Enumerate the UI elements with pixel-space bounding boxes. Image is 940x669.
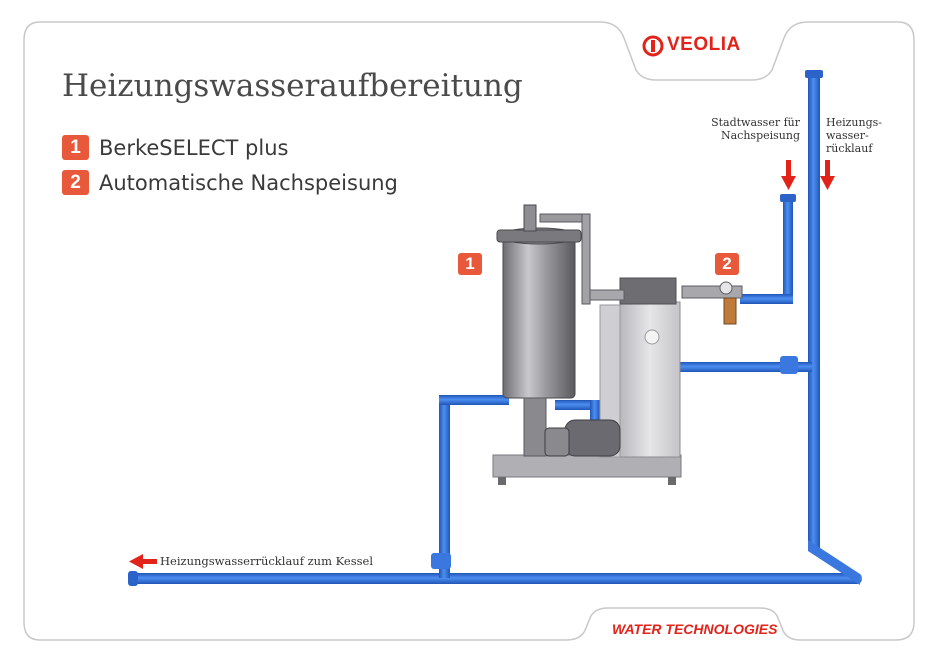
pipe-return-main <box>132 573 862 584</box>
legend-item-1: 1 BerkeSELECT plus <box>62 135 288 160</box>
legend-label: BerkeSELECT plus <box>99 135 289 160</box>
legend-number: 2 <box>62 170 89 195</box>
tank-body <box>502 235 576 399</box>
cabinet-panel <box>599 304 621 458</box>
tank-stand <box>523 397 547 457</box>
arrow-citywater-down <box>781 160 796 190</box>
brand-logo: VEOLIA <box>645 34 741 56</box>
legend-label: Automatische Nachspeisung <box>99 170 398 195</box>
pipe-left-riser <box>439 398 450 578</box>
label-heating-return-line1: Heizungs- <box>826 116 882 129</box>
pipe-tank-to-pump <box>555 400 600 410</box>
tank-side-pipe <box>581 213 591 305</box>
pipe-citywater-vertical <box>783 196 793 302</box>
logo-text: VEOLIA <box>667 34 741 55</box>
label-heating-return-line2: wasser- <box>826 129 869 142</box>
refill-valve <box>723 297 737 325</box>
skid-leg-left <box>498 477 506 485</box>
arrow-return-left <box>129 554 157 569</box>
pipe-right-riser-cap <box>805 70 823 78</box>
pressure-gauge <box>719 281 733 295</box>
pipe-pump-riser <box>590 400 600 430</box>
veolia-logo-icon <box>642 35 664 57</box>
refill-manifold <box>681 285 743 299</box>
tank-valve-head <box>523 204 537 232</box>
footer-tagline: WATER TECHNOLOGIES <box>612 621 778 637</box>
pipe-mid-horizontal <box>600 362 812 372</box>
legend-number: 1 <box>62 135 89 160</box>
pipe-right-riser <box>808 72 820 550</box>
tag-tank-unit: 1 <box>458 253 482 275</box>
tag-refill-unit: 2 <box>715 253 739 275</box>
pipe-citywater-cap <box>780 194 796 202</box>
valve-left <box>431 553 451 569</box>
arrow-heatingreturn-down <box>820 160 835 190</box>
pipe-left-top <box>439 395 509 405</box>
valve-right <box>780 356 798 374</box>
cabinet-logo-badge <box>644 329 660 345</box>
pipe-right-elbow <box>808 540 860 585</box>
refill-connector <box>589 289 625 301</box>
tank-flange <box>496 229 582 243</box>
pump-motor <box>564 419 621 457</box>
page-title: Heizungswasseraufbereitung <box>62 68 523 104</box>
pump-housing <box>544 427 570 457</box>
page-frame <box>23 21 915 641</box>
legend-item-2: 2 Automatische Nachspeisung <box>62 170 398 195</box>
cabinet-top <box>619 277 677 305</box>
label-city-water: Stadtwasser für Nachspeisung <box>708 116 800 142</box>
skid-leg-right <box>668 477 676 485</box>
skid-base <box>492 454 682 478</box>
label-city-water-line2: Nachspeisung <box>721 129 800 142</box>
label-city-water-line1: Stadtwasser für <box>711 116 800 129</box>
label-heating-return-line3: rücklauf <box>826 142 873 155</box>
label-heating-return: Heizungs- wasser- rücklauf <box>826 116 882 155</box>
pipe-citywater-horizontal <box>740 294 793 304</box>
pipe-return-end-cap <box>128 571 138 586</box>
control-cabinet <box>619 301 681 458</box>
label-return-to-boiler: Heizungswasserrücklauf zum Kessel <box>160 554 374 568</box>
